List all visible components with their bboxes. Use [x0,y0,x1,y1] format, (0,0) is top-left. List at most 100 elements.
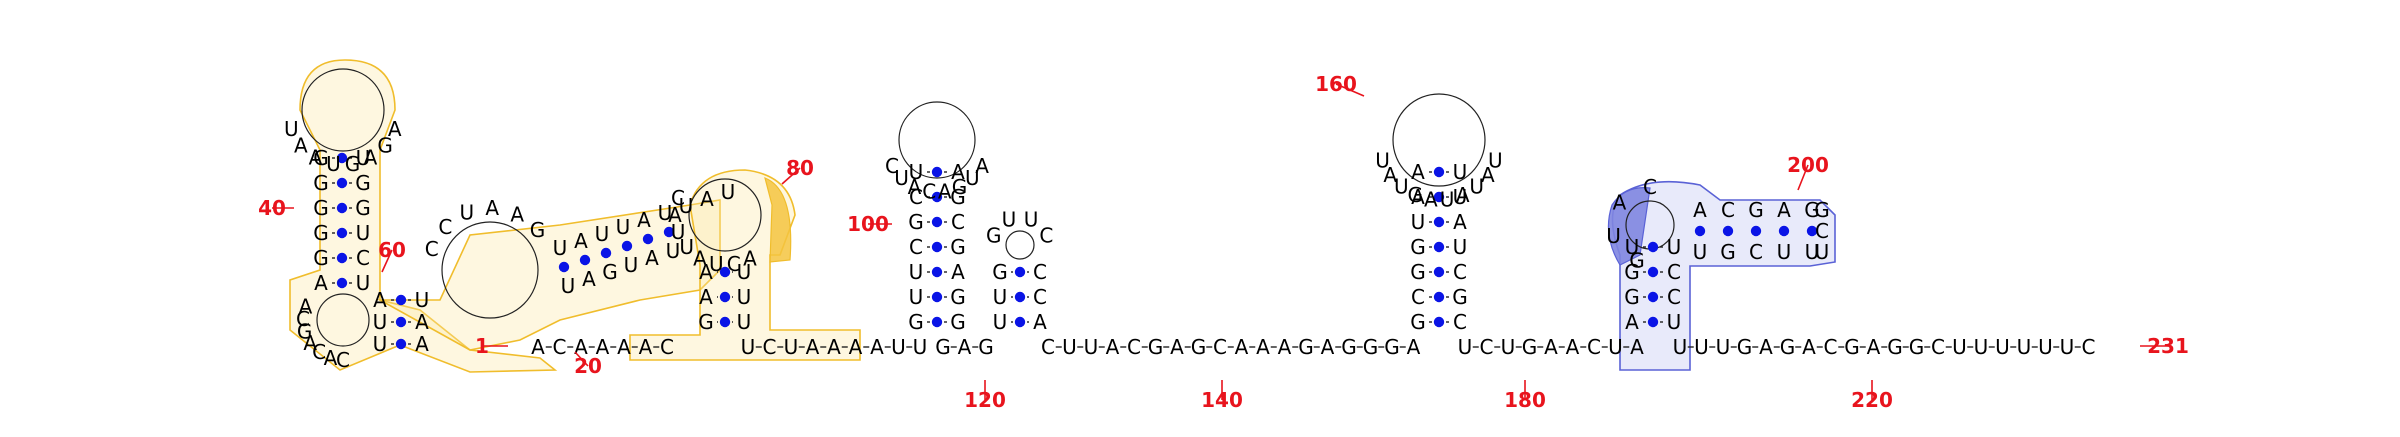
baseline-nucleotide: C [1480,335,1494,359]
baseline-nucleotide: U [1952,335,1967,359]
position-tick [574,351,589,367]
loop-multibranch: A [485,196,499,220]
loop-200-left: C [1643,175,1657,199]
loop-200-left: G [1629,249,1645,273]
helix-nucleotide: G [950,235,966,259]
position-label: 160 [1315,72,1357,96]
helix-nucleotide: U [737,310,752,334]
baseline-nucleotide: G [1148,335,1164,359]
yellow-highlight-regions [289,59,861,373]
loop-left-bottom: C [312,340,326,364]
baseline-nucleotide: C [553,335,567,359]
helix-nucleotide: G [950,285,966,309]
base-pair-dot [395,338,407,350]
helix-nucleotide: A [951,160,965,184]
loop-left-bottom: A [299,294,313,318]
loop-100: C [922,179,936,203]
loop-multibranch: C [425,237,439,261]
baseline-nucleotide: C [1931,335,1945,359]
position-tick [1335,83,1365,97]
helix-nucleotide: U [356,221,371,245]
helix-nucleotide: U [595,222,610,246]
base-pair-dot [931,216,943,228]
loop-200-left: U [1606,224,1621,248]
base-pair-dot [1647,241,1659,253]
base-pair-dot [1014,266,1026,278]
baseline-nucleotide: A [1566,335,1580,359]
helix-nucleotide: G [1410,235,1426,259]
helix-nucleotide: A [1625,310,1639,334]
loop-100-ring [898,101,976,179]
helix-nucleotide: G [1720,240,1736,264]
base-pair-dot [719,316,731,328]
base-pair-dot [931,241,943,253]
helix-nucleotide: A [574,229,588,253]
loop-160: G [1407,183,1423,207]
helix-nucleotide: A [582,267,596,291]
helix-nucleotide: C [1453,310,1467,334]
helix-nucleotide: U [415,288,430,312]
loop-80: A [743,246,757,270]
helix-nucleotide: C [951,210,965,234]
helix-nucleotide: U [373,310,388,334]
position-label: 20 [574,354,602,378]
helix-nucleotide: C [1667,285,1681,309]
base-pair-dot [395,294,407,306]
loop-left-bottom-ring [316,293,370,347]
loop-80: C [671,186,685,210]
baseline-nucleotide: U [891,335,906,359]
position-label: 120 [964,388,1006,412]
loop-40: A [309,146,323,170]
loop-160: U [1394,175,1409,199]
baseline-nucleotide: A [1278,335,1292,359]
loop-left-bottom: C [296,307,310,331]
loop-160: U [1375,149,1390,173]
helix-nucleotide: U [737,260,752,284]
helix-nucleotide: U [356,146,371,170]
position-label: 200 [1787,153,1829,177]
baseline-nucleotide: A [574,335,588,359]
loop-80-ring [688,178,762,252]
baseline-nucleotide: G [1887,335,1903,359]
base-pair-dot [600,247,612,259]
baseline-nucleotide: G [1384,335,1400,359]
base-pair-dot [1433,241,1445,253]
loop-nucleotide: U [1815,240,1830,264]
base-pair-dot [931,191,943,203]
baseline-nucleotide: G [1522,335,1538,359]
helix-nucleotide: U [909,160,924,184]
helix-nucleotide: U [721,180,736,204]
loop-100: C [885,154,899,178]
helix-nucleotide: C [1033,285,1047,309]
helix-nucleotide: U [561,274,576,298]
loop-100: A [938,179,952,203]
position-label: 1 [475,334,489,358]
position-tick [1797,164,1809,191]
position-label: 140 [1201,388,1243,412]
helix-nucleotide: A [700,187,714,211]
loop-left-bottom: A [303,331,317,355]
helix-nucleotide: G [950,310,966,334]
baseline-nucleotide: G [1780,335,1796,359]
loop-120: C [1039,223,1053,247]
position-label: 40 [258,196,286,220]
base-pair-dot [642,233,654,245]
baseline-nucleotide: U [1694,335,1709,359]
baseline-nucleotide: G [1737,335,1753,359]
base-pair-dot [336,277,348,289]
helix-nucleotide: A [415,332,429,356]
base-pair-dot [931,291,943,303]
baseline-nucleotide: U [1084,335,1099,359]
baseline-nucleotide: A [1235,335,1249,359]
base-pair-layer [336,152,1818,350]
base-pair-dot [336,252,348,264]
helix-nucleotide: G [992,260,1008,284]
baseline-nucleotide: G [1844,335,1860,359]
helix-nucleotide: U [737,285,752,309]
helix-nucleotide: C [356,246,370,270]
helix-nucleotide: U [1667,235,1682,259]
helix-nucleotide: C [1411,285,1425,309]
loop-100: U [894,166,909,190]
baseline-nucleotide: A [827,335,841,359]
